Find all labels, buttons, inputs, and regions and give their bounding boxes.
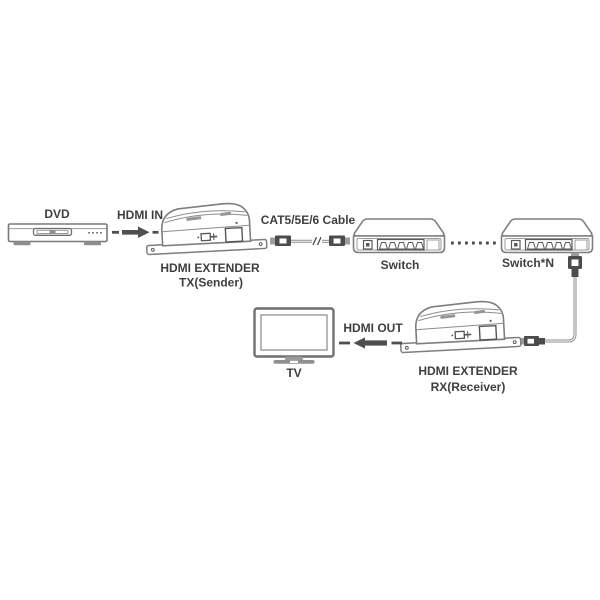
cat5-cable [270,235,350,246]
ellipsis-dots [451,241,496,245]
dvd-player [7,223,108,246]
switch-label: Switch [381,258,420,272]
switch-n-label: Switch*N [502,256,554,270]
hdmi-in-arrow [112,226,159,238]
network-switch [352,218,446,254]
hdmi-out-arrow [339,337,402,349]
hdmi-extender-rx [397,298,522,354]
dvd-label: DVD [44,207,70,221]
hdmi-out-label: HDMI OUT [343,321,403,335]
switch-n-to-rx-cable [519,252,582,346]
front-panel-dots [88,231,102,234]
rx-label-line1: HDMI EXTENDER [418,364,518,378]
disc-tray [32,227,73,236]
tv [253,307,335,364]
network-switch-n [500,218,594,254]
tx-label-line2: TX(Sender) [179,276,243,290]
hdmi-in-label: HDMI IN [117,208,163,222]
tv-label: TV [286,366,301,380]
cat5-cable-label: CAT5/5E/6 Cable [261,213,356,227]
tx-label-line1: HDMI EXTENDER [160,261,260,275]
rx-label-line2: RX(Receiver) [431,380,506,394]
